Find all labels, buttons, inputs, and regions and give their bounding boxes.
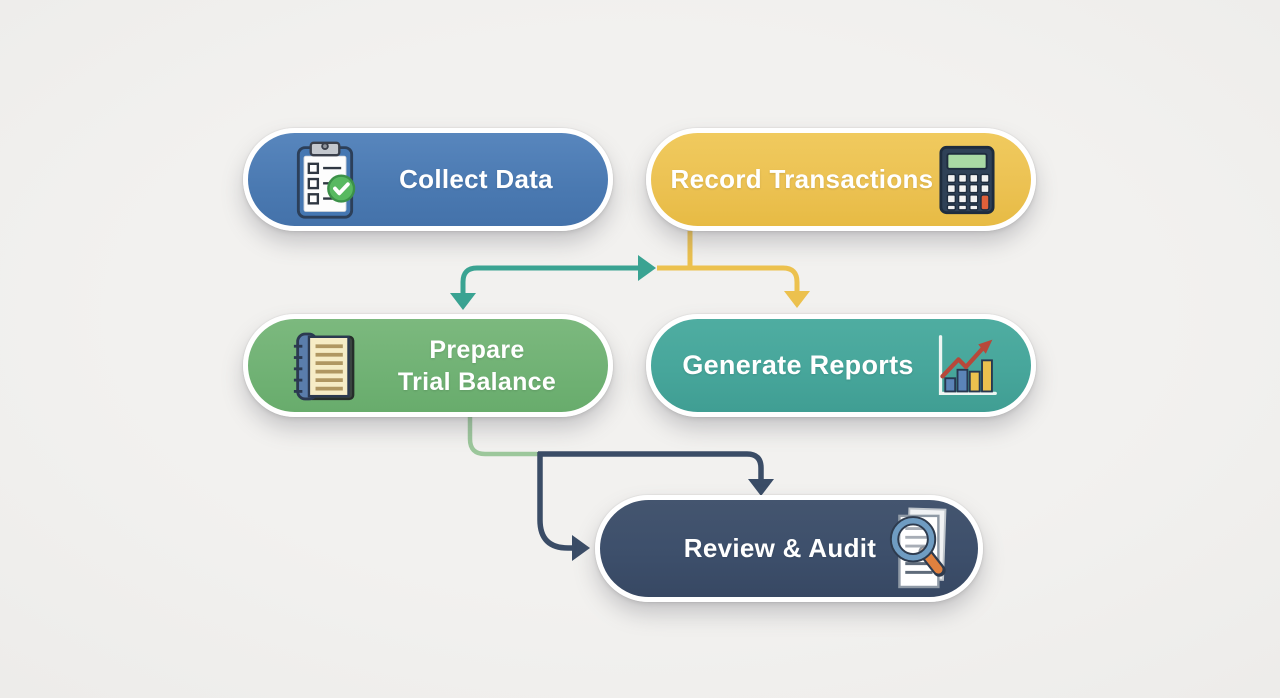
node-label: Review & Audit [683, 533, 877, 563]
clipboard-checklist-icon [290, 140, 360, 220]
magnifier-document-icon [878, 506, 952, 592]
node-label: Collect Data [399, 164, 553, 194]
bar-chart-growth-icon [933, 333, 999, 399]
node-label: Prepare Trial Balance [356, 334, 598, 398]
node-collect-data: Collect Data [243, 128, 613, 231]
node-record-transactions: Record Transactions [646, 128, 1036, 231]
calculator-icon [939, 145, 995, 215]
ledger-notebook-icon [292, 328, 356, 404]
node-prepare-trial-balance: Prepare Trial Balance [243, 314, 613, 417]
node-label: Generate Reports [682, 350, 914, 380]
node-label-line2: Trial Balance [397, 367, 557, 396]
connector-prepare-to-junction [467, 417, 540, 457]
connector-junction-to-review [537, 451, 774, 561]
node-label-line1: Prepare [429, 335, 525, 364]
node-review-audit: Review & Audit [595, 495, 983, 602]
node-generate-reports: Generate Reports [646, 314, 1036, 417]
connector-collect-to-prepare [450, 255, 656, 310]
node-label: Record Transactions [670, 164, 934, 194]
connector-record-to-generate [657, 231, 810, 308]
